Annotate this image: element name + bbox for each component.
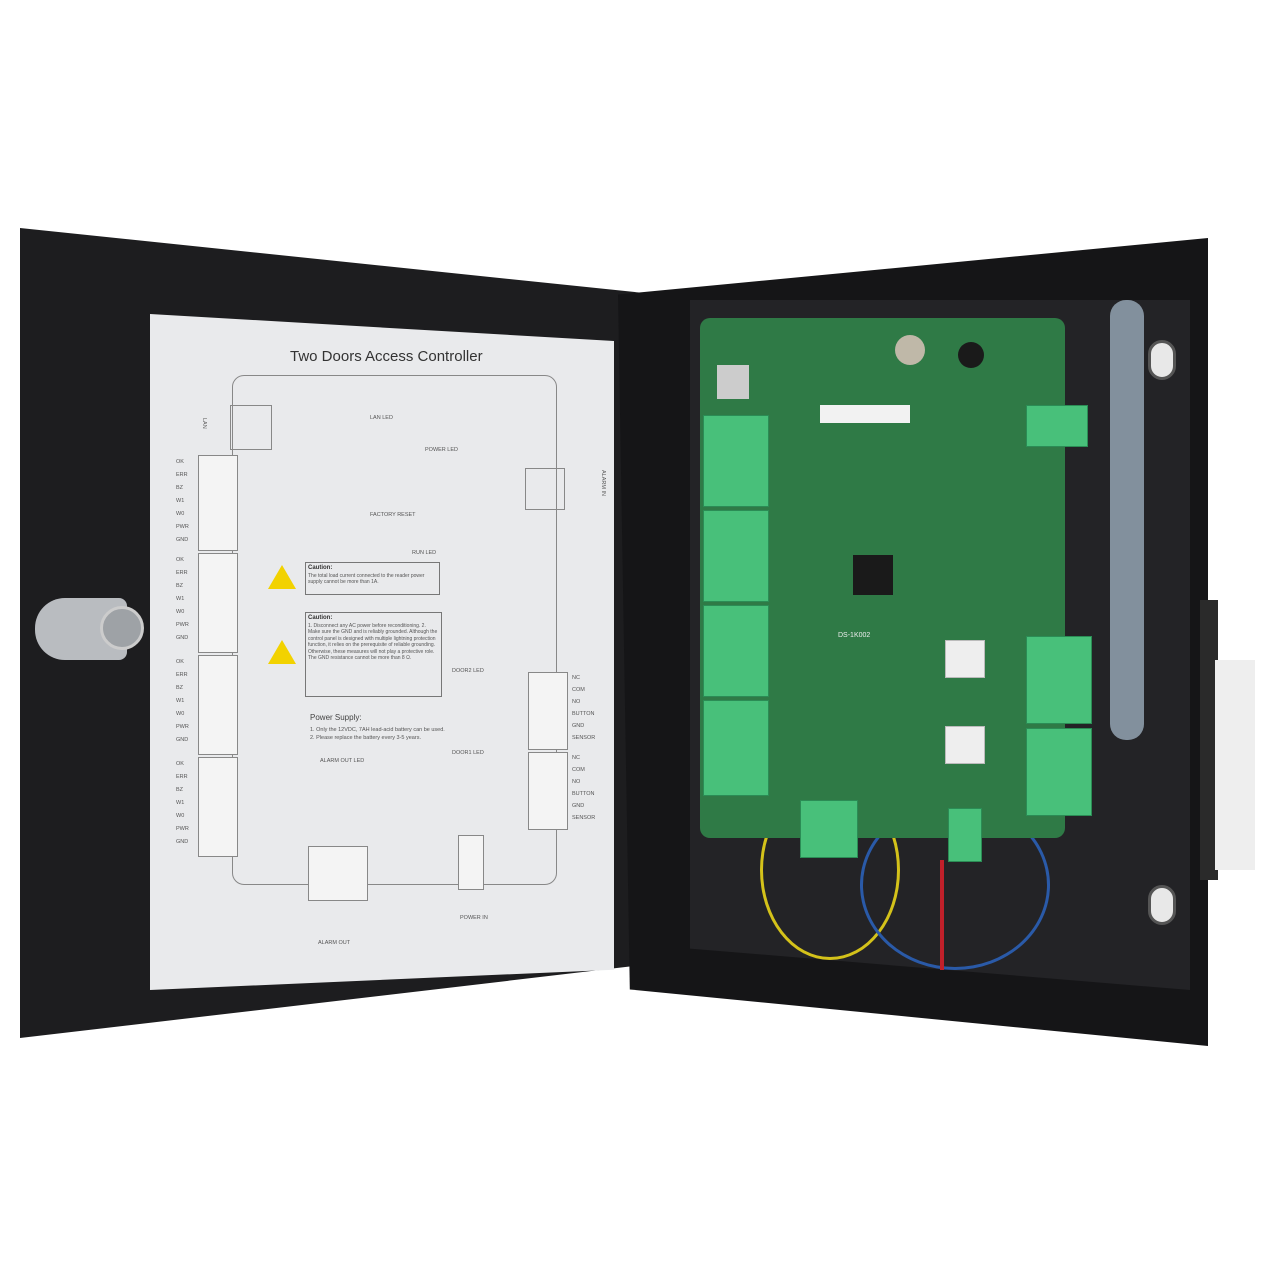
- diagram-title: Two Doors Access Controller: [290, 348, 483, 365]
- warning-icon: [268, 565, 296, 589]
- terminal-block[interactable]: [703, 700, 769, 796]
- pin-label: PWR: [176, 826, 189, 832]
- lan-label: LAN: [201, 418, 207, 429]
- pin-label: BZ: [176, 685, 184, 691]
- pin-label: COM: [572, 767, 585, 773]
- terminal-block[interactable]: [703, 510, 769, 602]
- relay: [945, 726, 985, 764]
- serial-sticker: [820, 405, 910, 423]
- product-sticker: [1215, 660, 1255, 870]
- spiral-cable-wrap: [1110, 300, 1144, 740]
- pin-label: BZ: [176, 583, 184, 589]
- terminal-block[interactable]: [800, 800, 858, 858]
- pin-label: GND: [176, 635, 189, 641]
- caution-text: 1. Disconnect any AC power before recond…: [308, 622, 438, 662]
- caution-box-2: Caution: 1. Disconnect any AC power befo…: [305, 612, 442, 697]
- relay: [945, 640, 985, 678]
- pin-label: PWR: [176, 724, 189, 730]
- pin-label: GND: [176, 537, 189, 543]
- terminal-block[interactable]: [703, 415, 769, 507]
- alarm-in-label: ALARM IN: [600, 470, 606, 496]
- pin-label: SENSOR: [572, 735, 596, 741]
- door-terminal-diagram: [528, 672, 568, 750]
- pin-label: BZ: [176, 485, 184, 491]
- alarm-out-led-label: ALARM OUT LED: [320, 758, 365, 764]
- terminal-block[interactable]: [948, 808, 982, 862]
- pin-label: NC: [572, 755, 580, 761]
- reader-terminal-diagram: [198, 553, 238, 653]
- caution-box-1: Caution: The total load current connecte…: [305, 562, 440, 595]
- power-supply-title: Power Supply:: [310, 713, 362, 722]
- reader-terminal-diagram: [198, 455, 238, 551]
- pin-label: W1: [176, 698, 185, 704]
- factory-reset-label: FACTORY RESET: [370, 512, 416, 518]
- microcontroller-chip: [853, 555, 893, 595]
- pin-label: BZ: [176, 787, 184, 793]
- pin-label: NC: [572, 675, 580, 681]
- power-in-label: POWER IN: [460, 915, 488, 921]
- warning-icon: [268, 640, 296, 664]
- terminal-block[interactable]: [1026, 636, 1092, 724]
- pcb-model-label: DS-1K002: [838, 632, 871, 639]
- pin-label: ERR: [176, 672, 188, 678]
- door1-led-label: DOOR1 LED: [452, 750, 484, 756]
- pin-label: SENSOR: [572, 815, 596, 821]
- pin-label: NO: [572, 779, 581, 785]
- run-led-label: RUN LED: [412, 550, 437, 556]
- pin-label: W0: [176, 609, 185, 615]
- pin-label: BUTTON: [572, 711, 595, 717]
- power-in-terminal-diagram: [458, 835, 484, 890]
- pin-label: OK: [176, 557, 184, 563]
- caution-title: Caution:: [308, 615, 333, 621]
- power-supply-note-2: 2. Please replace the battery every 3-5 …: [310, 735, 421, 741]
- pin-label: W0: [176, 511, 185, 517]
- alarm-in-terminal-diagram: [525, 468, 565, 510]
- mounting-hole: [1148, 885, 1176, 925]
- power-led-label: POWER LED: [425, 447, 459, 453]
- pin-label: COM: [572, 687, 585, 693]
- blue-wire: [860, 800, 1050, 970]
- red-wire: [940, 860, 944, 970]
- caution-text: The total load current connected to the …: [308, 572, 425, 586]
- pin-label: GND: [176, 839, 189, 845]
- alarm-out-terminal-diagram: [308, 846, 368, 901]
- pin-label: ERR: [176, 570, 188, 576]
- buzzer: [958, 342, 984, 368]
- pin-label: W0: [176, 711, 185, 717]
- enclosure-side: [1200, 600, 1218, 880]
- pin-label: OK: [176, 459, 184, 465]
- terminal-block[interactable]: [1026, 405, 1088, 447]
- mounting-hole: [1148, 340, 1176, 380]
- reader-terminal-diagram: [198, 757, 238, 857]
- pin-label: W1: [176, 800, 185, 806]
- pin-label: GND: [176, 737, 189, 743]
- terminal-block[interactable]: [1026, 728, 1092, 816]
- pin-label: W1: [176, 498, 185, 504]
- pin-label: OK: [176, 659, 184, 665]
- lan-led-label: LAN LED: [370, 415, 393, 421]
- caution-title: Caution:: [308, 565, 333, 571]
- power-supply-note-1: 1. Only the 12VDC, 7AH lead-acid battery…: [310, 727, 445, 733]
- pin-label: PWR: [176, 622, 189, 628]
- pin-label: OK: [176, 761, 184, 767]
- alarm-out-label: ALARM OUT: [318, 940, 351, 946]
- coin-battery: [895, 335, 925, 365]
- pin-label: BUTTON: [572, 791, 595, 797]
- pin-label: PWR: [176, 524, 189, 530]
- lan-port[interactable]: [717, 365, 749, 399]
- door2-led-label: DOOR2 LED: [452, 668, 484, 674]
- pin-label: NO: [572, 699, 581, 705]
- pin-label: W0: [176, 813, 185, 819]
- pin-label: W1: [176, 596, 185, 602]
- door-terminal-diagram: [528, 752, 568, 830]
- pin-label: GND: [572, 803, 585, 809]
- lock-icon[interactable]: [100, 606, 144, 650]
- reader-terminal-diagram: [198, 655, 238, 755]
- pin-label: GND: [572, 723, 585, 729]
- pin-label: ERR: [176, 472, 188, 478]
- lan-port-diagram: [230, 405, 272, 450]
- pin-label: ERR: [176, 774, 188, 780]
- terminal-block[interactable]: [703, 605, 769, 697]
